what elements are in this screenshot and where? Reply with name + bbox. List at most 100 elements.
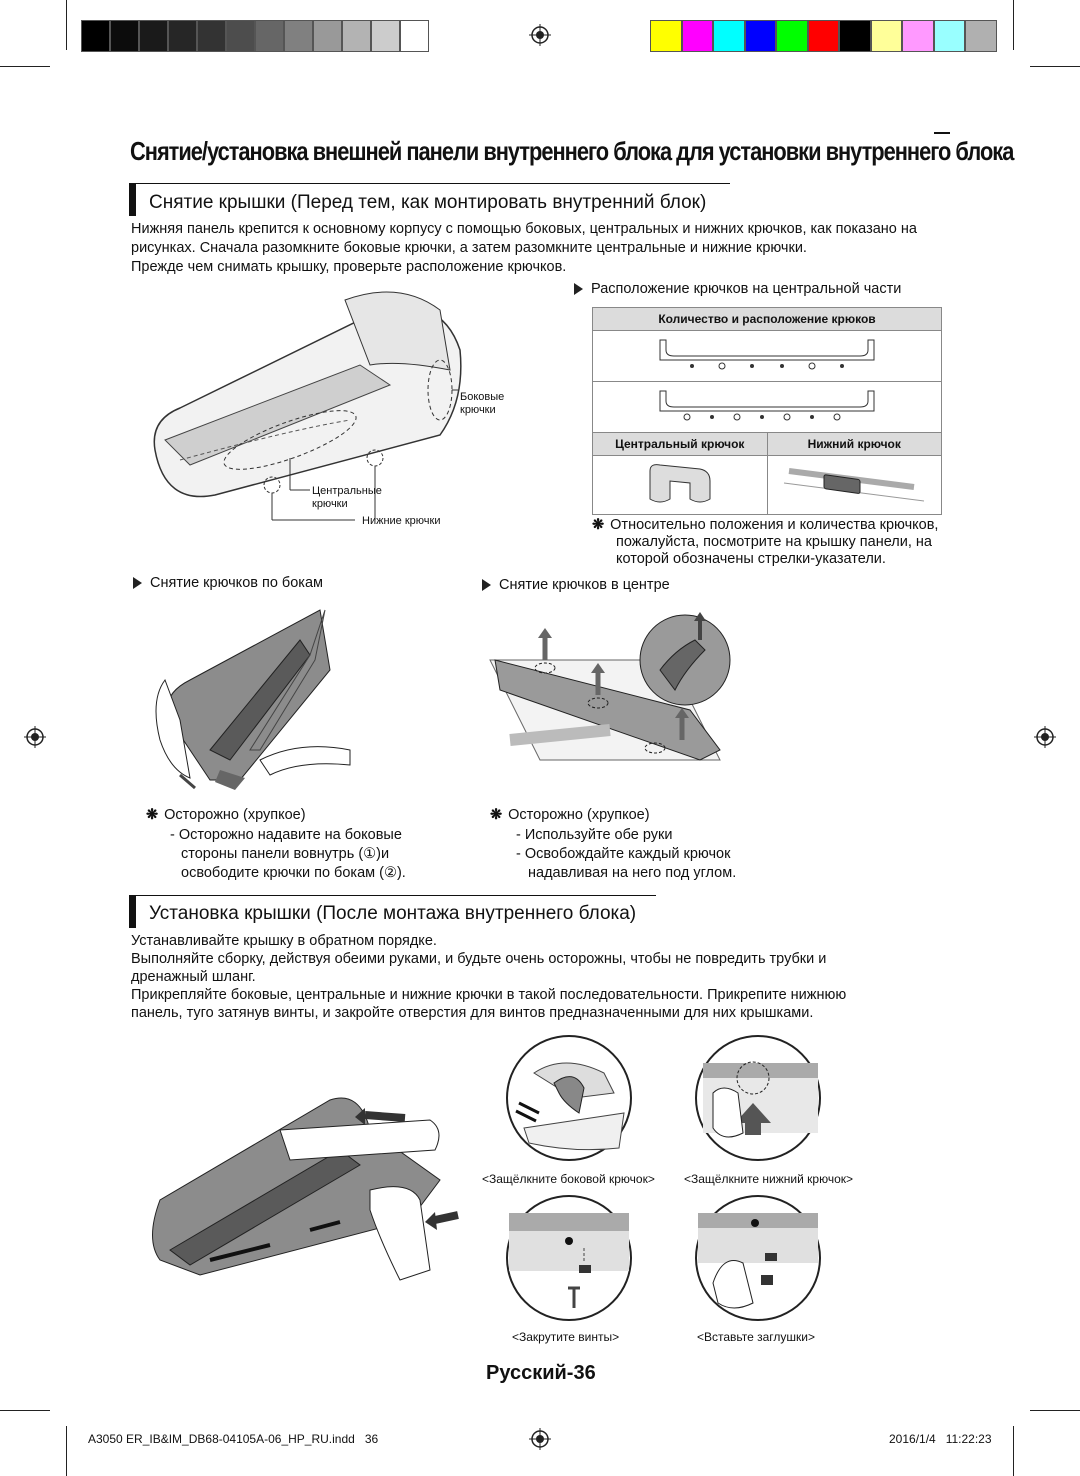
color-swatch bbox=[650, 20, 682, 52]
paragraph-line: Прикрепляйте боковые, центральные и нижн… bbox=[131, 987, 847, 1003]
hook-rail-diagram bbox=[659, 339, 875, 369]
crop-mark bbox=[1030, 1410, 1080, 1411]
color-swatch bbox=[807, 20, 839, 52]
caution-line: стороны панели вовнутрь (①)и bbox=[181, 846, 390, 862]
screws-detail bbox=[506, 1195, 632, 1321]
registration-mark-icon bbox=[529, 24, 551, 46]
color-swatch bbox=[776, 20, 808, 52]
paragraph-line: дренажный шланг. bbox=[131, 969, 256, 985]
bottom-hook-snap-detail bbox=[695, 1035, 821, 1161]
color-swatch bbox=[81, 20, 110, 52]
note-asterisk-icon: ❋ bbox=[146, 807, 159, 823]
label-bottom-hooks: Нижние крючки bbox=[362, 515, 441, 527]
section-rule bbox=[136, 183, 730, 184]
section-bar bbox=[129, 895, 136, 928]
side-hooks-removal-illustration bbox=[155, 609, 351, 790]
caption-side-hook: <Защёлкните боковой крючок> bbox=[482, 1172, 655, 1186]
paragraph-line: Устанавливайте крышку в обратном порядке… bbox=[131, 933, 437, 949]
center-hooks-removal-illustration bbox=[489, 612, 731, 761]
color-swatch bbox=[870, 20, 902, 52]
color-swatch bbox=[226, 20, 255, 52]
cover-installation-illustration bbox=[152, 1097, 459, 1281]
registration-mark-icon bbox=[529, 1428, 551, 1450]
footer-date: 2016/1/4 11:22:23 bbox=[889, 1432, 992, 1446]
color-swatch bbox=[110, 20, 139, 52]
registration-mark-icon bbox=[1034, 726, 1056, 748]
table-col-bottom: Нижний крючок bbox=[766, 432, 942, 456]
caution-line: освободите крючки по бокам (②). bbox=[181, 865, 406, 881]
section-heading-removal: Снятие крышки (Перед тем, как монтироват… bbox=[149, 192, 707, 213]
color-swatch bbox=[255, 20, 284, 52]
caution-title: ❋Осторожно (хрупкое) bbox=[490, 807, 650, 823]
caution-line: - Освобождайте каждый крючок bbox=[516, 846, 731, 862]
registration-mark-icon bbox=[24, 726, 46, 748]
color-swatch bbox=[744, 20, 776, 52]
caption-bottom-hook: <Защёлкните нижний крючок> bbox=[684, 1172, 853, 1186]
crop-mark bbox=[66, 1426, 67, 1476]
color-swatch bbox=[933, 20, 965, 52]
bullet-triangle-icon bbox=[482, 579, 491, 592]
crop-mark bbox=[1013, 0, 1014, 50]
color-swatch bbox=[713, 20, 745, 52]
color-swatch bbox=[168, 20, 197, 52]
hook-diagram-row bbox=[592, 381, 942, 433]
color-swatch bbox=[839, 20, 871, 52]
bottom-hook-cell bbox=[766, 455, 942, 515]
color-swatch bbox=[965, 20, 997, 52]
color-swatch bbox=[681, 20, 713, 52]
section-bar bbox=[129, 183, 136, 216]
caution-line: - Используйте обе руки bbox=[516, 827, 673, 843]
hook-diagram-row bbox=[592, 330, 942, 382]
section-heading-installation: Установка крышки (После монтажа внутренн… bbox=[149, 903, 637, 924]
center-removal-title: Снятие крючков в центре bbox=[482, 576, 670, 595]
color-swatch bbox=[197, 20, 226, 52]
side-removal-title: Снятие крючков по бокам bbox=[133, 574, 323, 593]
hook-rail-diagram bbox=[659, 390, 875, 420]
page-number: Русский-36 bbox=[486, 1362, 596, 1384]
caption-caps: <Вставьте заглушки> bbox=[697, 1330, 815, 1344]
caution-line: надавливая на него под углом. bbox=[528, 865, 737, 881]
paragraph-line: Прежде чем снимать крышку, проверьте рас… bbox=[131, 259, 567, 275]
color-swatch bbox=[284, 20, 313, 52]
note-line: ❋Относительно положения и количества крю… bbox=[592, 517, 939, 533]
table-col-center: Центральный крючок bbox=[592, 432, 768, 456]
paragraph-line: панель, туго затянув винты, и закройте о… bbox=[131, 1005, 814, 1021]
note-asterisk-icon: ❋ bbox=[490, 807, 503, 823]
bullet-triangle-icon bbox=[133, 577, 142, 590]
center-hook-icon bbox=[649, 463, 711, 502]
paragraph-line: Нижняя панель крепится к основному корпу… bbox=[131, 221, 917, 237]
center-hook-cell bbox=[592, 455, 768, 515]
paragraph-line: рисунках. Сначала разомкните боковые крю… bbox=[131, 240, 807, 256]
bullet-triangle-icon bbox=[574, 283, 583, 296]
color-swatch bbox=[371, 20, 400, 52]
label-center-hooks: крючки bbox=[312, 498, 348, 510]
color-swatch bbox=[400, 20, 429, 52]
label-side-hooks: крючки bbox=[460, 404, 496, 416]
label-side-hooks: Боковые bbox=[460, 391, 505, 403]
color-swatch bbox=[313, 20, 342, 52]
hooks-location-title: Расположение крючков на центральной част… bbox=[574, 280, 901, 299]
note-line: пожалуйста, посмотрите на крышку панели,… bbox=[616, 534, 932, 550]
section-rule bbox=[136, 895, 656, 896]
label-center-hooks: Центральные bbox=[312, 485, 382, 497]
page-title: Снятие/установка внешней панели внутренн… bbox=[130, 136, 1014, 166]
side-hook-snap-detail bbox=[506, 1035, 632, 1161]
crop-mark bbox=[0, 66, 50, 67]
footer-file: A3050 ER_IB&IM_DB68-04105A-06_HP_RU.indd… bbox=[88, 1432, 379, 1446]
crop-mark bbox=[0, 1410, 50, 1411]
note-asterisk-icon: ❋ bbox=[592, 517, 605, 533]
paragraph-line: Выполняйте сборку, действуя обеими рукам… bbox=[131, 951, 827, 967]
bottom-hook-icon bbox=[784, 467, 925, 501]
caps-detail bbox=[695, 1195, 821, 1321]
title-dash bbox=[934, 132, 950, 134]
caption-screws: <Закрутите винты> bbox=[512, 1330, 620, 1344]
crop-mark bbox=[1013, 1426, 1014, 1476]
color-swatch bbox=[902, 20, 934, 52]
crop-mark bbox=[66, 0, 67, 50]
color-swatch bbox=[139, 20, 168, 52]
table-header: Количество и расположение крюков bbox=[592, 307, 942, 331]
indoor-unit-hooks-illustration bbox=[153, 291, 462, 521]
hooks-table: Количество и расположение крюков Централ… bbox=[592, 307, 942, 515]
note-line: которой обозначены стрелки-указатели. bbox=[616, 551, 886, 567]
caution-title: ❋Осторожно (хрупкое) bbox=[146, 807, 306, 823]
